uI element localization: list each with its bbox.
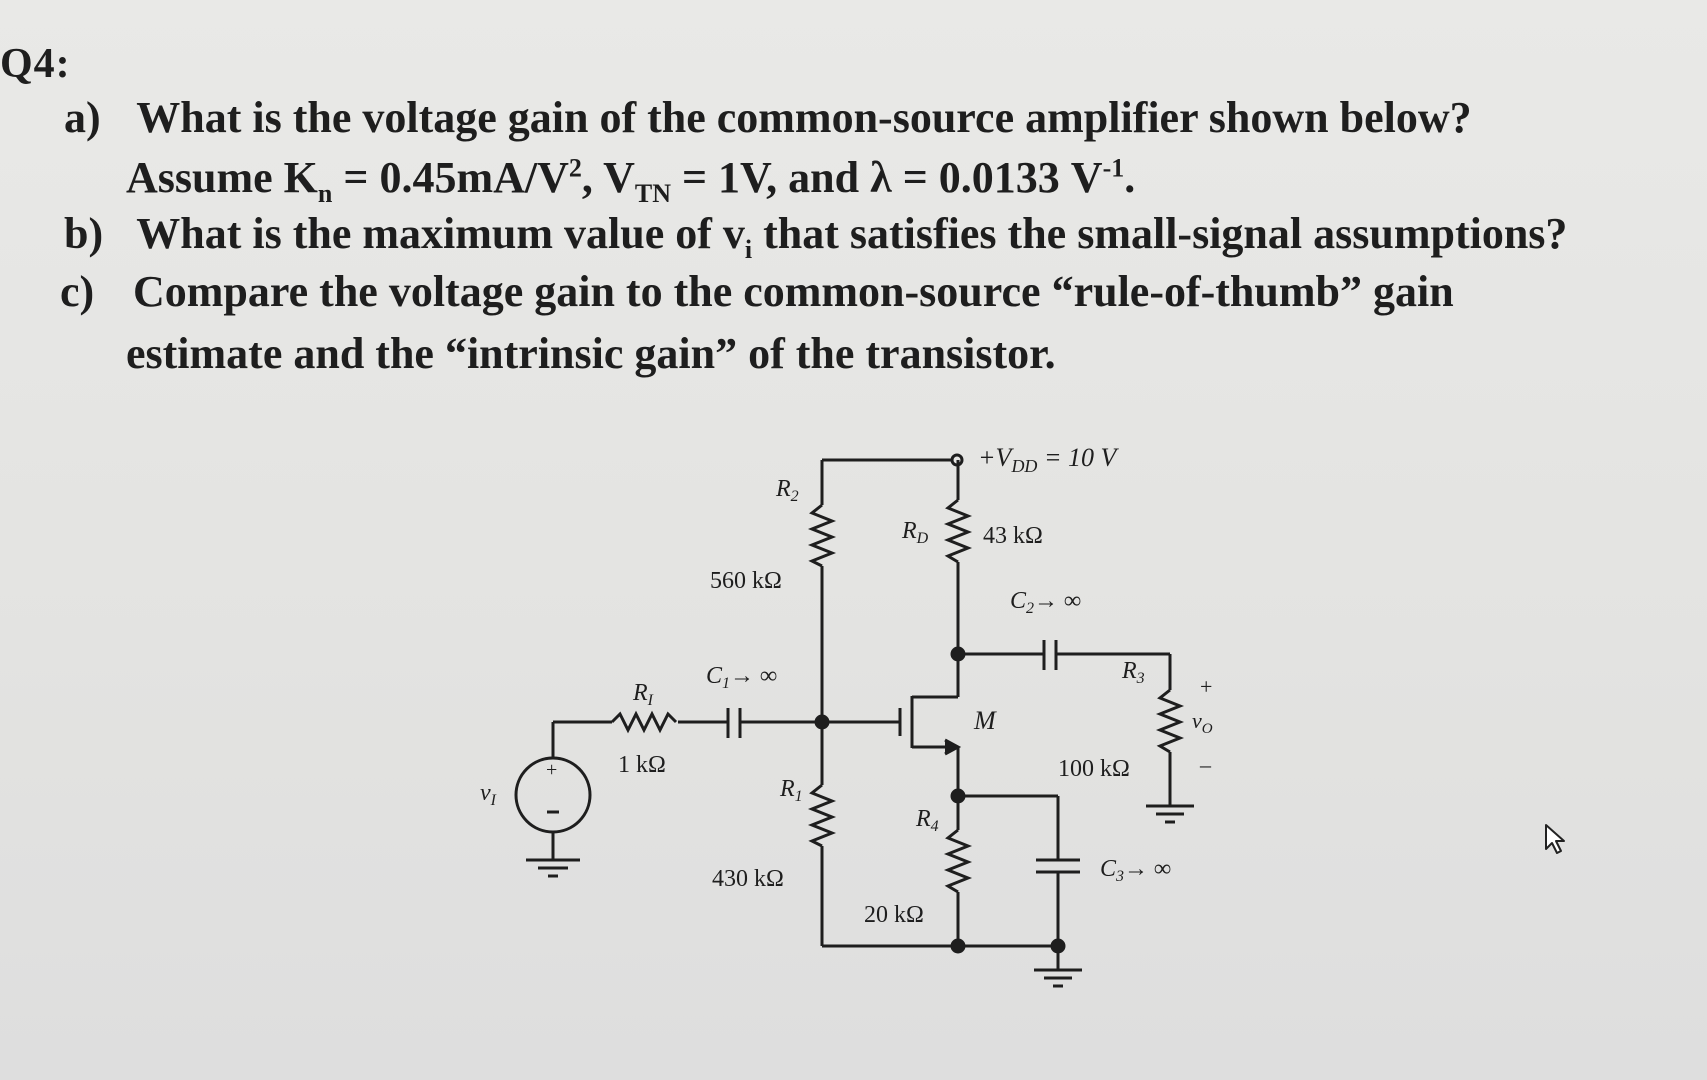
- rd-resistor: [943, 498, 973, 564]
- r3-resistor: [1155, 688, 1185, 754]
- ri-resistor: [610, 710, 678, 734]
- r2-label: R2: [775, 476, 799, 505]
- vtn-prefix: , V: [581, 153, 635, 202]
- vtn-subscript: TN: [634, 178, 671, 208]
- item-c-line1: Compare the voltage gain to the common-s…: [133, 267, 1454, 316]
- question-item-c: c) Compare the voltage gain to the commo…: [60, 270, 1454, 314]
- mosfet-label: M: [973, 706, 997, 735]
- r1-value: 430 kΩ: [712, 866, 784, 892]
- r4-resistor: [943, 828, 973, 894]
- item-letter-c: c): [60, 267, 95, 316]
- item-c-line2: estimate and the “intrinsic gain” of the…: [126, 329, 1056, 378]
- c2-label: C2→ ∞: [1010, 588, 1081, 617]
- r3-label: R3: [1121, 658, 1145, 687]
- rd-value: 43 kΩ: [983, 523, 1043, 549]
- c1-label: C1→ ∞: [706, 663, 777, 692]
- r3-value: 100 kΩ: [1058, 756, 1130, 782]
- item-letter-a: a): [64, 93, 101, 142]
- c3-label: C3→ ∞: [1100, 856, 1171, 885]
- question-label: Q4:: [0, 41, 71, 87]
- vi-subscript: i: [744, 234, 753, 264]
- r2-value: 560 kΩ: [710, 568, 782, 594]
- vo-minus: –: [1199, 752, 1212, 777]
- source-plus-sign: +: [546, 759, 557, 781]
- ri-label: RI: [632, 680, 654, 709]
- r2-resistor: [807, 503, 837, 568]
- item-b-text-pre: What is the maximum value of v: [136, 209, 745, 258]
- assume-text: Assume K: [126, 153, 318, 202]
- lambda-superscript: -1: [1102, 153, 1125, 183]
- item-b-text-post: that satisfies the small-signal assumpti…: [752, 209, 1568, 258]
- vdd-label: +VDD = 10 V: [978, 443, 1119, 476]
- vo-plus: +: [1200, 674, 1212, 699]
- r4-label: R4: [915, 806, 939, 835]
- kn-superscript: 2: [568, 153, 582, 183]
- question-item-b: b) What is the maximum value of vi that …: [64, 212, 1567, 263]
- item-a-line2: Assume Kn = 0.45mA/V2, VTN = 1V, and λ =…: [126, 152, 1135, 209]
- kn-subscript: n: [317, 178, 333, 208]
- r1-resistor: [807, 783, 837, 848]
- rd-label: RD: [901, 518, 929, 547]
- ri-value: 1 kΩ: [618, 752, 666, 778]
- item-letter-b: b): [64, 209, 104, 258]
- sentence-end: .: [1124, 153, 1136, 202]
- item-a-line1: What is the voltage gain of the common-s…: [136, 93, 1472, 142]
- question-item-a: a) What is the voltage gain of the commo…: [64, 96, 1472, 140]
- vi-label: vI: [480, 780, 497, 809]
- kn-value: = 0.45mA/V: [332, 153, 569, 202]
- mosfet-arrow: [944, 738, 962, 756]
- r4-value: 20 kΩ: [864, 902, 924, 928]
- mouse-cursor-icon: [1545, 824, 1565, 854]
- vo-label: vO: [1192, 708, 1213, 737]
- vtn-value: = 1V, and λ = 0.0133 V: [670, 153, 1103, 202]
- r1-label: R1: [779, 776, 803, 805]
